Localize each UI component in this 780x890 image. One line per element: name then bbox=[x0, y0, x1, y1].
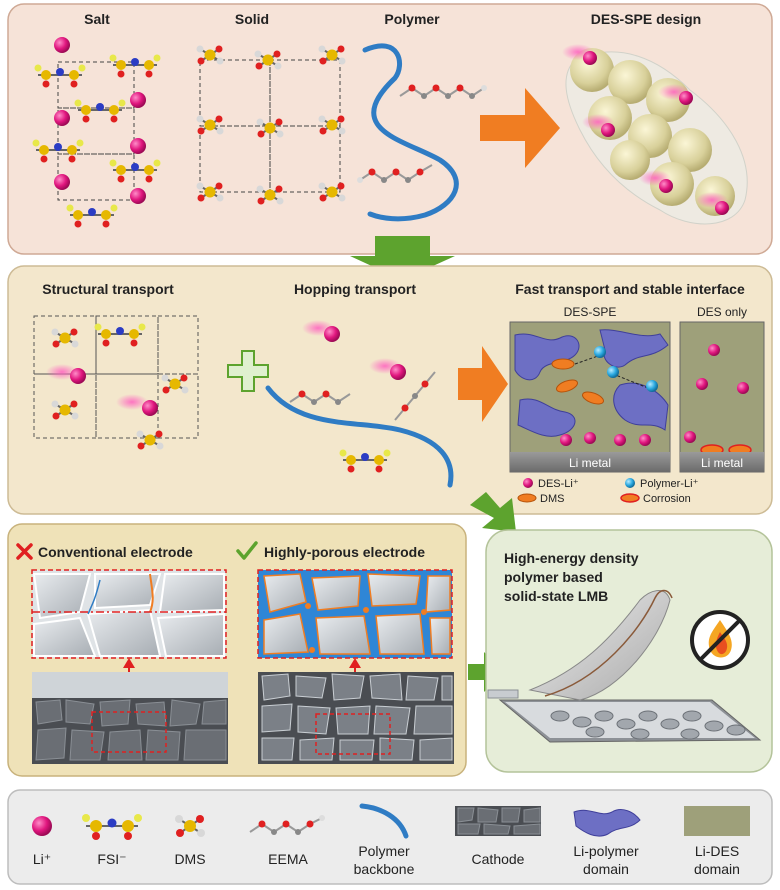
lmb-title-line1: High-energy density bbox=[504, 550, 639, 566]
hopping-title: Hopping transport bbox=[294, 281, 416, 297]
des-spe-label: DES-SPE bbox=[564, 305, 617, 319]
legend-cathode-label: Cathode bbox=[472, 851, 525, 867]
des-spe-box: DES-SPE Li metal bbox=[510, 305, 670, 472]
legend-li-polymer-line2: domain bbox=[583, 861, 629, 877]
des-only-label: DES only bbox=[697, 305, 747, 319]
porous-cathode bbox=[258, 672, 454, 764]
salt-title: Salt bbox=[84, 11, 110, 27]
conventional-title: Conventional electrode bbox=[38, 544, 193, 560]
fast-title: Fast transport and stable interface bbox=[515, 281, 745, 297]
li-metal-label: Li metal bbox=[701, 456, 743, 470]
conventional-cathode bbox=[32, 672, 228, 764]
legend-eema-label: EEMA bbox=[268, 851, 308, 867]
legend-fsi-label: FSI⁻ bbox=[97, 851, 126, 867]
legend-backbone-line2: backbone bbox=[354, 861, 415, 877]
lmb-title-line3: solid-state LMB bbox=[504, 588, 608, 604]
legend-li-label: Li⁺ bbox=[33, 851, 51, 867]
structural-title: Structural transport bbox=[42, 281, 174, 297]
porous-zoom bbox=[258, 570, 452, 658]
polymer-title: Polymer bbox=[384, 11, 440, 27]
legend-dms-label: DMS bbox=[174, 851, 205, 867]
legend-corrosion: Corrosion bbox=[643, 493, 691, 505]
des-only-box: DES only Li metal bbox=[680, 305, 764, 472]
no-fire-icon bbox=[692, 612, 748, 668]
legend-li-des-line2: domain bbox=[694, 861, 740, 877]
lmb-title-line2: polymer based bbox=[504, 569, 603, 585]
legend-polymer-li: Polymer-Li⁺ bbox=[640, 478, 699, 490]
conventional-zoom bbox=[32, 570, 226, 658]
legend-li-polymer-line1: Li-polymer bbox=[573, 843, 639, 859]
legend-li-des-line1: Li-DES bbox=[695, 843, 739, 859]
legend-backbone-line1: Polymer bbox=[358, 843, 410, 859]
design-title: DES-SPE design bbox=[591, 11, 701, 27]
porous-title: Highly-porous electrode bbox=[264, 544, 425, 560]
legend-dms: DMS bbox=[540, 493, 564, 505]
solid-title: Solid bbox=[235, 11, 269, 27]
li-metal-label: Li metal bbox=[569, 456, 611, 470]
legend-des-li: DES-Li⁺ bbox=[538, 478, 579, 490]
